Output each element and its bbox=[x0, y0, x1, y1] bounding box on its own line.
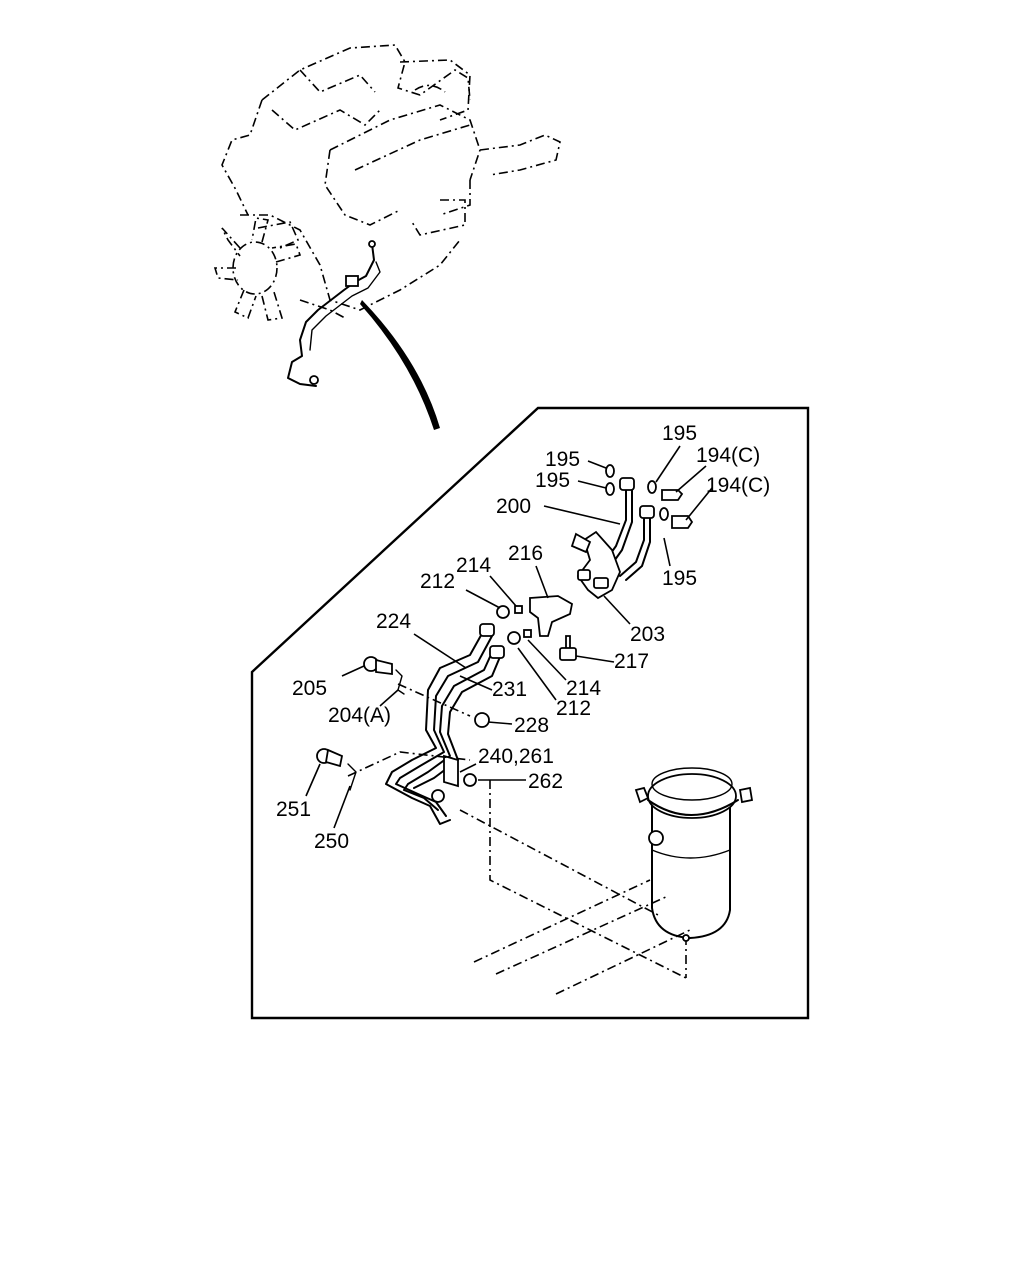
detail-frame bbox=[250, 406, 810, 1020]
label-212-a: 212 bbox=[420, 570, 455, 593]
part-number-labels: 195 195 195 194(C) 194(C) 200 195 216 21… bbox=[276, 422, 770, 853]
label-262: 262 bbox=[528, 770, 563, 793]
label-204a: 204(A) bbox=[328, 704, 391, 727]
detail-pointer-arrow bbox=[360, 300, 440, 430]
label-195-a: 195 bbox=[545, 448, 580, 471]
label-195-b: 195 bbox=[535, 469, 570, 492]
label-200: 200 bbox=[496, 495, 531, 518]
label-194c-a: 194(C) bbox=[696, 444, 760, 467]
label-205: 205 bbox=[292, 677, 327, 700]
fuel-filter-canister-icon bbox=[634, 767, 754, 942]
label-195-d: 195 bbox=[662, 567, 697, 590]
label-224: 224 bbox=[376, 610, 411, 633]
label-228: 228 bbox=[514, 714, 549, 737]
fuel-pipe-assembly bbox=[316, 464, 694, 825]
engine-overview-illustration bbox=[213, 44, 561, 430]
label-214-a: 214 bbox=[456, 554, 491, 577]
label-216: 216 bbox=[508, 542, 543, 565]
label-231: 231 bbox=[492, 678, 527, 701]
label-240-261: 240,261 bbox=[478, 745, 554, 768]
label-214-b: 214 bbox=[566, 677, 601, 700]
label-217: 217 bbox=[614, 650, 649, 673]
assembly-guide-lines bbox=[347, 683, 691, 995]
label-212-b: 212 bbox=[556, 697, 591, 720]
engine-fan-icon bbox=[213, 217, 302, 321]
label-250: 250 bbox=[314, 830, 349, 853]
label-203: 203 bbox=[630, 623, 665, 646]
leader-lines bbox=[305, 445, 713, 829]
label-251: 251 bbox=[276, 798, 311, 821]
label-194c-b: 194(C) bbox=[706, 474, 770, 497]
label-195-c: 195 bbox=[662, 422, 697, 445]
